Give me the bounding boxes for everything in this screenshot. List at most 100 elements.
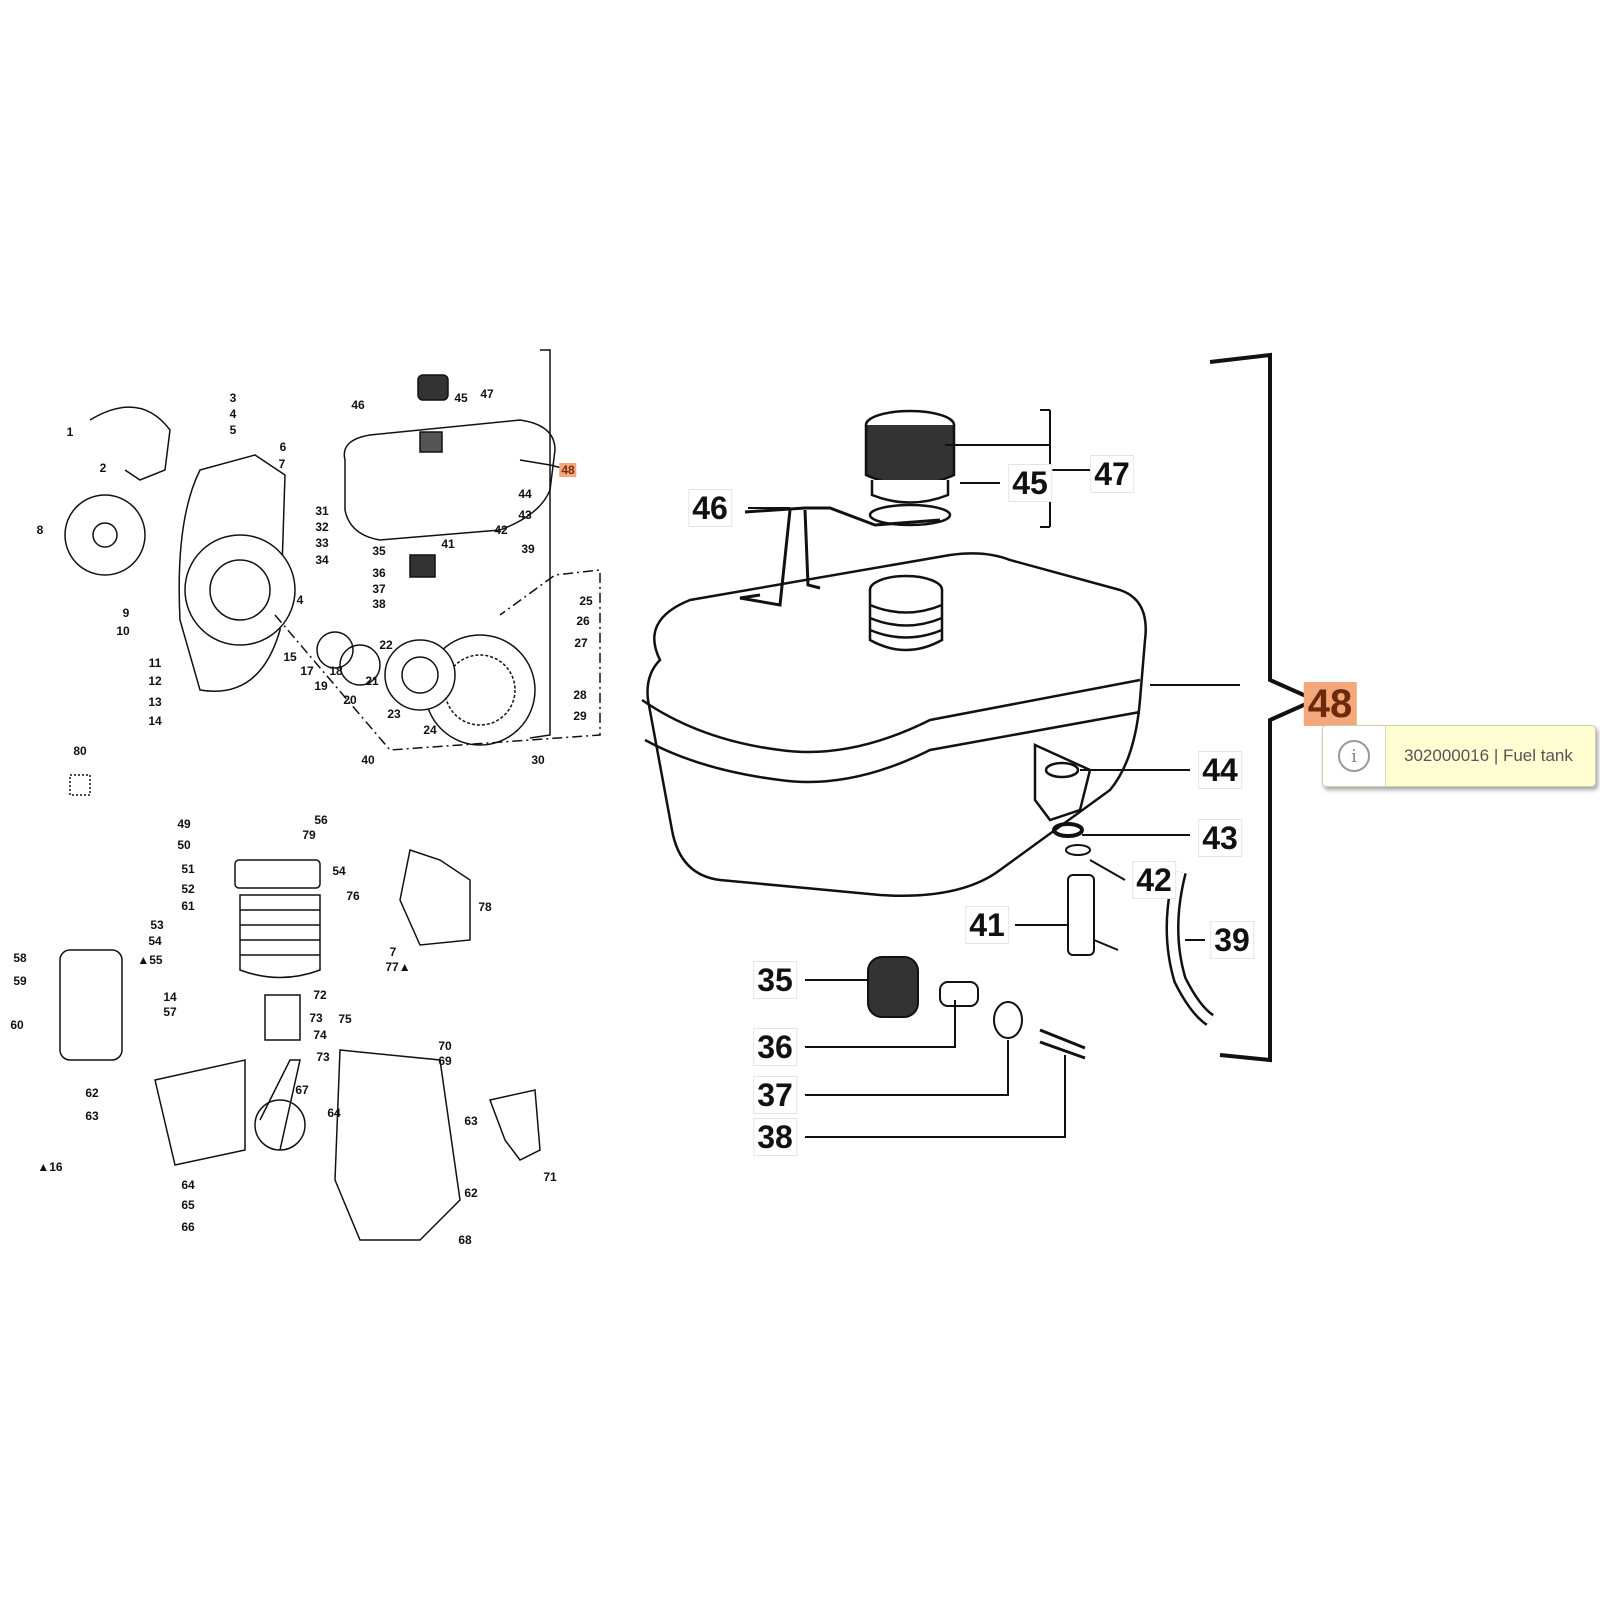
callout-label[interactable]: 54 [332,864,346,878]
callout-label[interactable]: 32 [315,520,329,534]
bracket-46-drawing[interactable] [739,506,941,607]
callout-label[interactable]: 30 [531,753,545,767]
callout-label[interactable]: 29 [573,709,587,723]
callout-label[interactable]: 53 [150,918,164,932]
callout-label[interactable]: 47 [1090,455,1134,493]
callout-label[interactable]: 52 [181,882,195,896]
callout-label[interactable]: 59 [13,974,27,988]
callout-label[interactable]: 7 [278,457,286,471]
callout-label[interactable]: 4 [296,593,304,607]
callout-label[interactable]: 45 [454,391,468,405]
callout-label[interactable]: 39 [521,542,535,556]
callout-label[interactable]: 46 [688,489,732,527]
callout-label[interactable]: 11 [148,656,162,670]
callout-label[interactable]: 70 [438,1039,452,1053]
callout-label[interactable]: 64 [181,1178,195,1192]
callout-label[interactable]: 44 [518,487,532,501]
callout-label[interactable]: 66 [181,1220,195,1234]
callout-label[interactable]: 14 [148,714,162,728]
callout-label[interactable]: ▲16 [37,1160,63,1174]
callout-label[interactable]: 73 [316,1050,330,1064]
callout-label[interactable]: 34 [315,553,329,567]
callout-label[interactable]: 31 [315,504,329,518]
callout-label[interactable]: 22 [379,638,393,652]
callout-label[interactable]: 71 [543,1170,557,1184]
callout-label[interactable]: 37 [372,582,386,596]
callout-label[interactable]: 17 [300,664,314,678]
callout-label[interactable]: 4 [229,407,237,421]
callout-label[interactable]: 37 [753,1076,797,1114]
callout-label[interactable]: 40 [361,753,375,767]
callout-label[interactable]: 5 [229,423,237,437]
callout-label[interactable]: 14 [163,990,177,1004]
callout-label[interactable]: 15 [283,650,297,664]
callout-label[interactable]: 76 [346,889,360,903]
callout-label[interactable]: 72 [313,988,327,1002]
callout-label[interactable]: 74 [313,1028,327,1042]
callout-label[interactable]: 20 [343,693,357,707]
callout-label[interactable]: 36 [753,1028,797,1066]
callout-label[interactable]: 51 [181,862,195,876]
callout-label[interactable]: 8 [36,523,44,537]
callout-label[interactable]: 10 [116,624,130,638]
callout-label[interactable]: 41 [965,906,1009,944]
callout-label[interactable]: ▲55 [137,953,163,967]
callout-label[interactable]: 43 [1198,819,1242,857]
filter-drawing[interactable] [867,956,1086,1060]
callout-label[interactable]: 47 [480,387,494,401]
fuel-cap-drawing[interactable] [864,409,956,527]
callout-label[interactable]: 58 [13,951,27,965]
callout-label[interactable]: 62 [464,1186,478,1200]
callout-label[interactable]: 7 [389,945,397,959]
callout-label[interactable]: 28 [573,688,587,702]
callout-label[interactable]: 56 [314,813,328,827]
callout-label[interactable]: 43 [518,508,532,522]
callout-label[interactable]: 24 [423,723,437,737]
callout-label[interactable]: 35 [753,961,797,999]
callout-label[interactable]: 1 [66,425,74,439]
callout-label[interactable]: 68 [458,1233,472,1247]
callout-label[interactable]: 62 [85,1086,99,1100]
callout-label[interactable]: 57 [163,1005,177,1019]
callout-label[interactable]: 69 [438,1054,452,1068]
callout-label[interactable]: 3 [229,391,237,405]
callout-label[interactable]: 67 [295,1083,309,1097]
callout-label[interactable]: 38 [753,1118,797,1156]
callout-label[interactable]: 49 [177,817,191,831]
callout-label[interactable]: 80 [73,744,87,758]
fuel-tank-drawing[interactable] [641,552,1147,897]
callout-label[interactable]: 79 [302,828,316,842]
callout-label[interactable]: 75 [338,1012,352,1026]
callout-label[interactable]: 27 [574,636,588,650]
fuel-tap-drawing[interactable] [1030,822,1119,956]
callout-label[interactable]: 36 [372,566,386,580]
callout-label[interactable]: 35 [372,544,386,558]
callout-label[interactable]: 50 [177,838,191,852]
callout-label[interactable]: 45 [1008,464,1052,502]
callout-label[interactable]: 25 [579,594,593,608]
callout-label[interactable]: 63 [464,1114,478,1128]
callout-label[interactable]: 60 [10,1018,24,1032]
callout-label[interactable]: 41 [441,537,455,551]
callout-label[interactable]: 44 [1198,751,1242,789]
callout-label[interactable]: 38 [372,597,386,611]
callout-label[interactable]: 18 [329,664,343,678]
callout-label[interactable]: 73 [309,1011,323,1025]
callout-label[interactable]: 78 [478,900,492,914]
callout-48-highlighted[interactable]: 48 [559,463,577,477]
callout-48-highlighted[interactable]: 48 [1303,682,1357,726]
callout-label[interactable]: 26 [576,614,590,628]
callout-label[interactable]: 6 [279,440,287,454]
callout-label[interactable]: 21 [365,674,379,688]
callout-label[interactable]: 19 [314,679,328,693]
callout-label[interactable]: 39 [1210,921,1254,959]
callout-label[interactable]: 46 [351,398,365,412]
callout-label[interactable]: 77▲ [385,960,411,974]
callout-label[interactable]: 13 [148,695,162,709]
callout-label[interactable]: 63 [85,1109,99,1123]
callout-label[interactable]: 65 [181,1198,195,1212]
callout-label[interactable]: 2 [99,461,107,475]
callout-label[interactable]: 61 [181,899,195,913]
callout-label[interactable]: 42 [494,523,508,537]
callout-label[interactable]: 23 [387,707,401,721]
